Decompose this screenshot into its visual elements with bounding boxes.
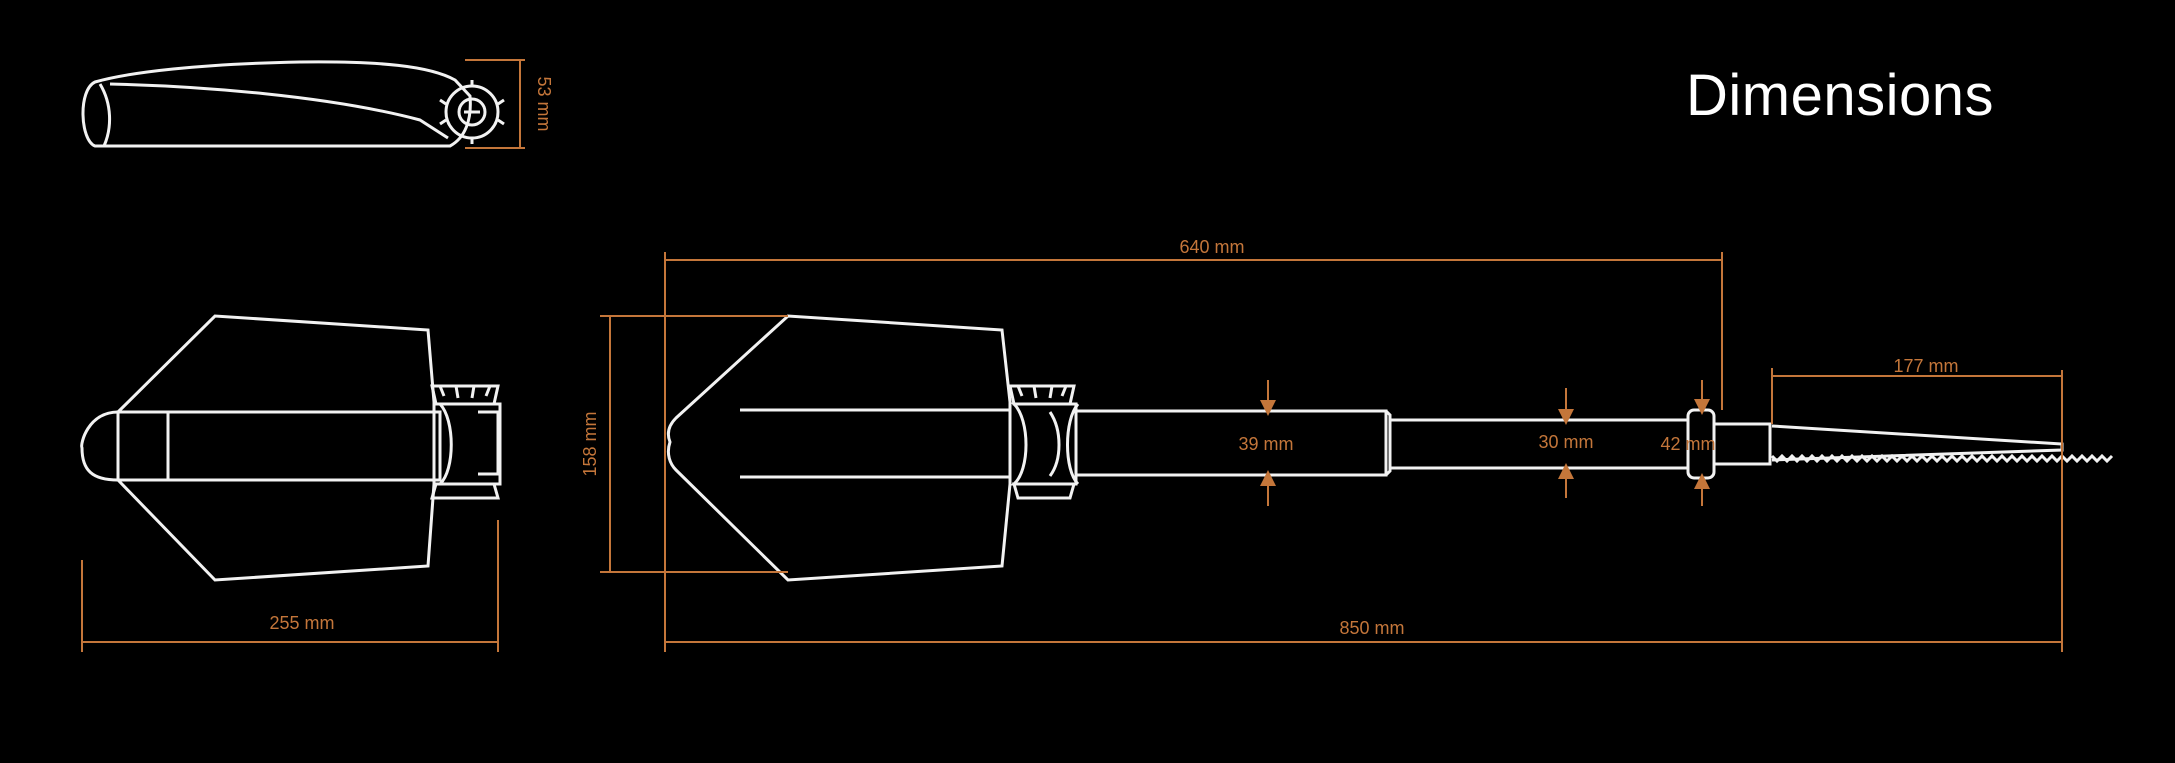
tube-diameter-3-label: 42 mm xyxy=(1660,434,1715,454)
folded-side-view xyxy=(81,60,505,148)
diagram-title: Dimensions xyxy=(1686,63,1994,128)
folded-length-label: 255 mm xyxy=(269,613,334,633)
blade-width-label: 158 mm xyxy=(580,411,600,476)
handle-length-label: 640 mm xyxy=(1179,237,1244,257)
folded-length-dimension xyxy=(81,520,499,652)
folded-front-view xyxy=(80,314,502,582)
main-dimension-lines xyxy=(600,252,2063,652)
total-length-label: 850 mm xyxy=(1339,618,1404,638)
tube-diameter-2-label: 30 mm xyxy=(1538,432,1593,452)
extended-shovel-view xyxy=(666,314,2114,582)
folded-height-label: 53 mm xyxy=(534,76,554,131)
saw-length-label: 177 mm xyxy=(1893,356,1958,376)
folded-height-dimension xyxy=(465,59,525,149)
tube-diameter-1-label: 39 mm xyxy=(1238,434,1293,454)
